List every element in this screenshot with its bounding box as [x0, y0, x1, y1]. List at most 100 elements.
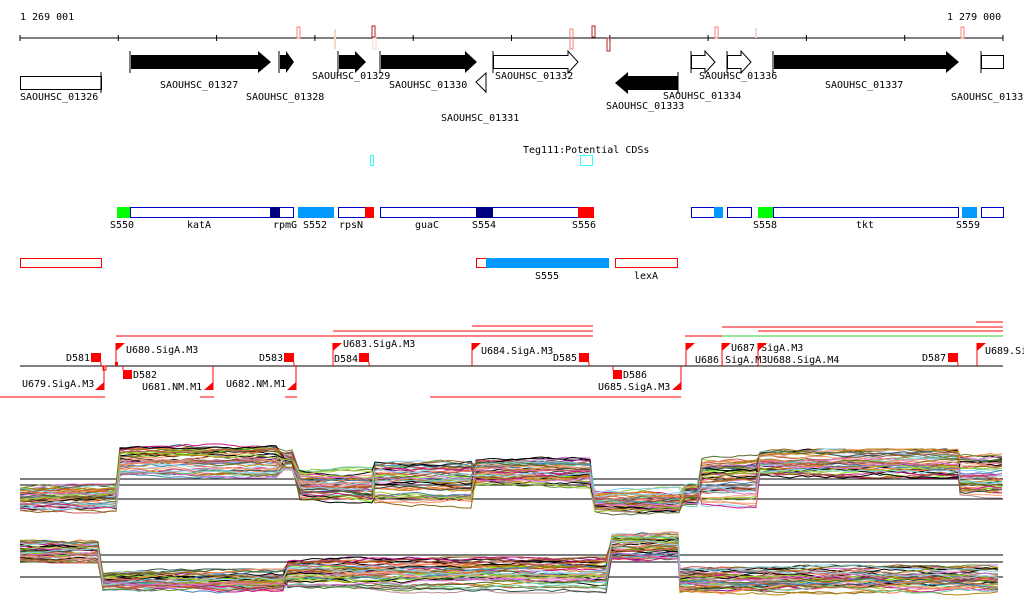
segment-label: katA [187, 220, 211, 231]
terminator-D585[interactable]: D585 [553, 353, 590, 366]
snp-marker[interactable] [591, 25, 596, 38]
terminator-D584[interactable]: D584 [334, 353, 370, 366]
regulatory-feature-track: D581 U680.SigA.M3 D583 U683.SigA.M3 D584 [0, 321, 1024, 398]
feature-lexA[interactable] [615, 258, 678, 268]
segment-S550[interactable] [117, 207, 130, 218]
promoter-U687[interactable]: U687.SigA.M3 [721, 343, 803, 366]
segment-label: S556 [572, 220, 596, 231]
segment-S552[interactable] [298, 207, 334, 218]
gene-label: SAOUHSC_01330 [389, 80, 467, 91]
sample-trace [19, 445, 1003, 510]
transcript-tkt[interactable] [773, 207, 959, 218]
promoter-U689[interactable]: U689.SigA.M3 [976, 343, 1024, 366]
segment-rpmG[interactable] [270, 207, 280, 218]
gene-SAOUHSC_01337[interactable]: SAOUHSC_01337 [772, 51, 959, 91]
segment-S556[interactable] [578, 207, 594, 218]
feature-label: D584 [334, 354, 358, 365]
segment-S558[interactable] [758, 207, 773, 218]
promoter-U684[interactable]: U684.SigA.M3 [471, 343, 553, 366]
potential-cds-track: Teg111:Potential CDSs [370, 145, 649, 166]
ruler-end-label: 1 279 000 [947, 12, 1002, 23]
sample-trace [19, 459, 1003, 505]
snp-marker[interactable] [296, 26, 301, 39]
snp-marker[interactable] [371, 25, 376, 38]
transcript[interactable] [727, 207, 752, 218]
promoter-U688[interactable]: U688.SigA.M4 [757, 343, 839, 366]
gene-label: SAOUHSC_01337 [825, 80, 903, 91]
gene-SAOUHSC_01332[interactable]: SAOUHSC_01332 [492, 49, 579, 82]
snp-marker[interactable] [334, 29, 336, 49]
promoter-U679[interactable]: U679.SigA.M3 [22, 365, 107, 390]
terminator-D581[interactable]: D581 [66, 353, 102, 366]
segment-S559[interactable] [962, 207, 977, 218]
feature-label: U684.SigA.M3 [481, 346, 553, 357]
gene-label: SAOUHSC_01331 [441, 113, 519, 124]
terminator-D583[interactable]: D583 [259, 353, 295, 366]
gene-SAOUHSC_01336[interactable]: SAOUHSC_01336 [699, 49, 777, 82]
ruler [19, 25, 1004, 52]
gene-SAOUHSC_01329[interactable]: SAOUHSC_01329 [312, 51, 390, 82]
promoter-U686[interactable]: U686.SigA.M3 [685, 343, 767, 366]
segment-label: S550 [110, 220, 134, 231]
gene-label: SAOUHSC_01333 [606, 101, 684, 112]
gene-SAOUHSC_01334[interactable]: SAOUHSC_01334 [663, 49, 741, 102]
snp-marker[interactable] [606, 37, 611, 52]
gene-label: SAOUHSC_01329 [312, 71, 390, 82]
terminator-D587[interactable]: D587 [922, 353, 959, 366]
sample-trace [19, 547, 999, 586]
terminator-D582[interactable]: D582 [122, 366, 157, 381]
red-feature[interactable] [20, 258, 102, 268]
gene-SAOUHSC_01326[interactable]: SAOUHSC_01326 [20, 72, 102, 103]
segment-label: guaC [415, 220, 439, 231]
feature-label: U686.SigA.M3 [695, 355, 767, 366]
gene-label: SAOUHSC_0133 [951, 92, 1023, 103]
gene-SAOUHSC_01330[interactable]: SAOUHSC_01330 [379, 51, 477, 91]
promoter-U680[interactable]: U680.SigA.M3 [115, 343, 198, 366]
segment-label: S554 [472, 220, 496, 231]
snp-marker[interactable] [755, 28, 757, 38]
gene-SAOUHSC_01333[interactable]: SAOUHSC_01333 [606, 72, 684, 112]
feature-label: D585 [553, 353, 577, 364]
feature-label: U689.SigA.M3 [985, 346, 1024, 357]
segment[interactable] [714, 207, 723, 218]
segment-S554[interactable] [476, 207, 493, 218]
feature-label: D586 [623, 370, 647, 381]
terminator-D586[interactable]: D586 [612, 366, 647, 381]
snp-marker[interactable] [569, 28, 574, 50]
sample-trace [19, 545, 999, 590]
gene-SAOUHSC_01328[interactable]: SAOUHSC_01328 [246, 51, 324, 103]
promoter-U683[interactable]: U683.SigA.M3 [332, 339, 415, 366]
snp-marker[interactable] [372, 37, 377, 50]
transcript-track: S550 katA rpmG S552 rpsN guaC S554 S556 … [110, 207, 1004, 231]
promoter-U681[interactable]: U681.NM.M1 [142, 366, 214, 393]
sample-trace [19, 551, 999, 587]
feature-label: U679.SigA.M3 [22, 379, 94, 390]
promoter-U685[interactable]: U685.SigA.M3 [598, 366, 682, 393]
feature-label: U683.SigA.M3 [343, 339, 415, 350]
snp-marker[interactable] [714, 26, 719, 39]
transcript-katA[interactable] [130, 207, 294, 218]
red-feature-track: S555 lexA [20, 258, 678, 282]
gene-SAOUHSC_0133x[interactable]: SAOUHSC_0133 [951, 51, 1023, 103]
expression-panel-upper [19, 443, 1003, 516]
gene-label: SAOUHSC_01336 [699, 71, 777, 82]
feature-S555-fill[interactable] [486, 258, 609, 268]
promoter-U682[interactable]: U682.NM.M1 [226, 366, 297, 390]
snp-marker[interactable] [960, 26, 965, 39]
snp-markers [296, 25, 965, 52]
gene-SAOUHSC_01327[interactable]: SAOUHSC_01327 [129, 51, 271, 91]
transcript[interactable] [981, 207, 1004, 218]
potential-cds[interactable] [370, 155, 374, 166]
segment-rpsN-end[interactable] [365, 207, 374, 218]
sample-trace [19, 468, 1003, 511]
sample-trace [19, 539, 999, 596]
segment-label: tkt [856, 220, 874, 231]
segment-label: rpsN [339, 220, 363, 231]
gene-label: SAOUHSC_01326 [20, 92, 98, 103]
gene-track: SAOUHSC_01326 SAOUHSC_01327 SAOUHSC_0132… [20, 49, 1023, 124]
sample-trace [19, 461, 1003, 508]
feature-label: D582 [133, 370, 157, 381]
potential-cds[interactable] [580, 155, 593, 166]
gene-SAOUHSC_01331[interactable]: SAOUHSC_01331 [441, 71, 519, 124]
